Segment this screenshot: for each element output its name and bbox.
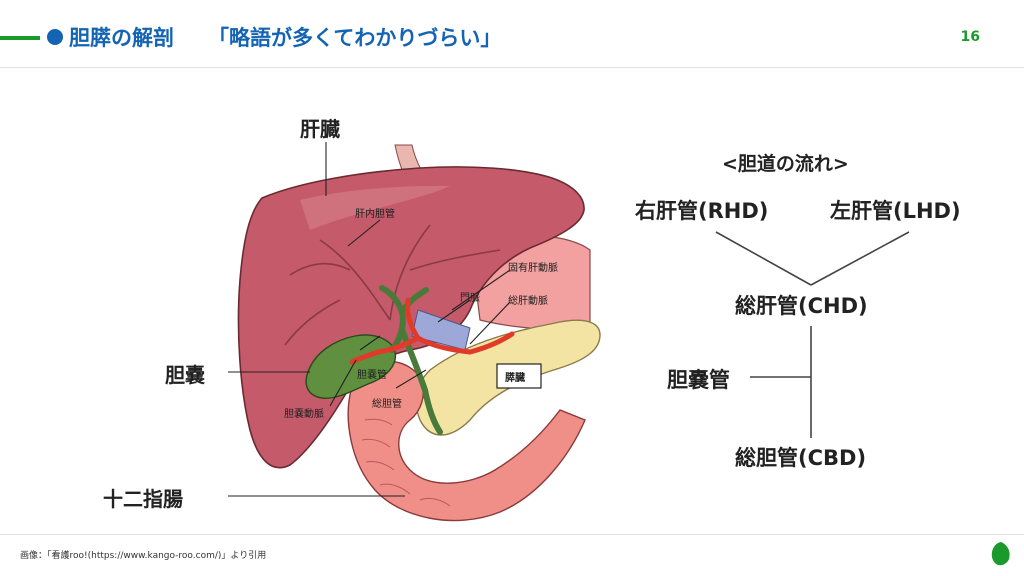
hepatic-arteries xyxy=(349,297,515,365)
liver-label: 肝臓 xyxy=(300,117,340,141)
pancreas-label: 膵臓 xyxy=(505,373,525,384)
leader-lines xyxy=(228,142,511,497)
header-divider xyxy=(0,67,1024,68)
page-number: 16 xyxy=(960,29,980,45)
proper-hepatic-artery-label: 固有肝動脈 xyxy=(508,263,558,274)
title-text: 胆膵の解剖 xyxy=(69,26,174,50)
slide-title: 胆膵の解剖 「略語が多くてわかりづらい」 xyxy=(47,20,501,54)
bullet-icon xyxy=(47,29,63,45)
flow-node-lhd: 左肝管(LHD) xyxy=(830,199,961,223)
duodenum-folds xyxy=(361,418,451,507)
flow-node-chd: 総肝管(CHD) xyxy=(735,294,868,318)
title-subtitle: 「略語が多くてわかりづらい」 xyxy=(208,26,502,50)
intrahepatic-branches xyxy=(284,224,501,346)
flow-title: <胆道の流れ> xyxy=(722,153,849,175)
header-accent-bar xyxy=(0,36,40,40)
connector-rhd-chd xyxy=(715,231,812,286)
title-main: 胆膵の解剖 xyxy=(47,22,174,52)
gallbladder-label: 胆嚢 xyxy=(165,363,205,387)
liver-highlight xyxy=(300,185,450,230)
common-bile-duct-label: 総胆管 xyxy=(372,399,402,410)
flow-node-cystic-duct: 胆嚢管 xyxy=(667,368,730,392)
gallbladder-shape xyxy=(305,334,397,399)
pancreas-label-box xyxy=(496,363,542,389)
portal-vein-label: 門脈 xyxy=(460,293,480,304)
connector-lhd-chd xyxy=(810,231,910,286)
cystic-duct-label: 胆嚢管 xyxy=(357,370,387,381)
duodenum-shape xyxy=(347,360,586,522)
intrahepatic-duct-label: 肝内胆管 xyxy=(355,209,395,220)
flow-node-cbd: 総胆管(CBD) xyxy=(735,446,867,470)
cystic-artery-label: 胆嚢動脈 xyxy=(284,409,324,420)
footer-divider xyxy=(0,534,1024,535)
leaf-logo-icon xyxy=(991,542,1010,566)
common-hepatic-artery-label: 総肝動脈 xyxy=(508,296,548,307)
image-credit: 画像：「看護roo!(https://www.kango-roo.com/)」よ… xyxy=(20,551,267,561)
duodenum-label: 十二指腸 xyxy=(103,487,183,511)
flow-node-rhd: 右肝管(RHD) xyxy=(635,199,769,223)
